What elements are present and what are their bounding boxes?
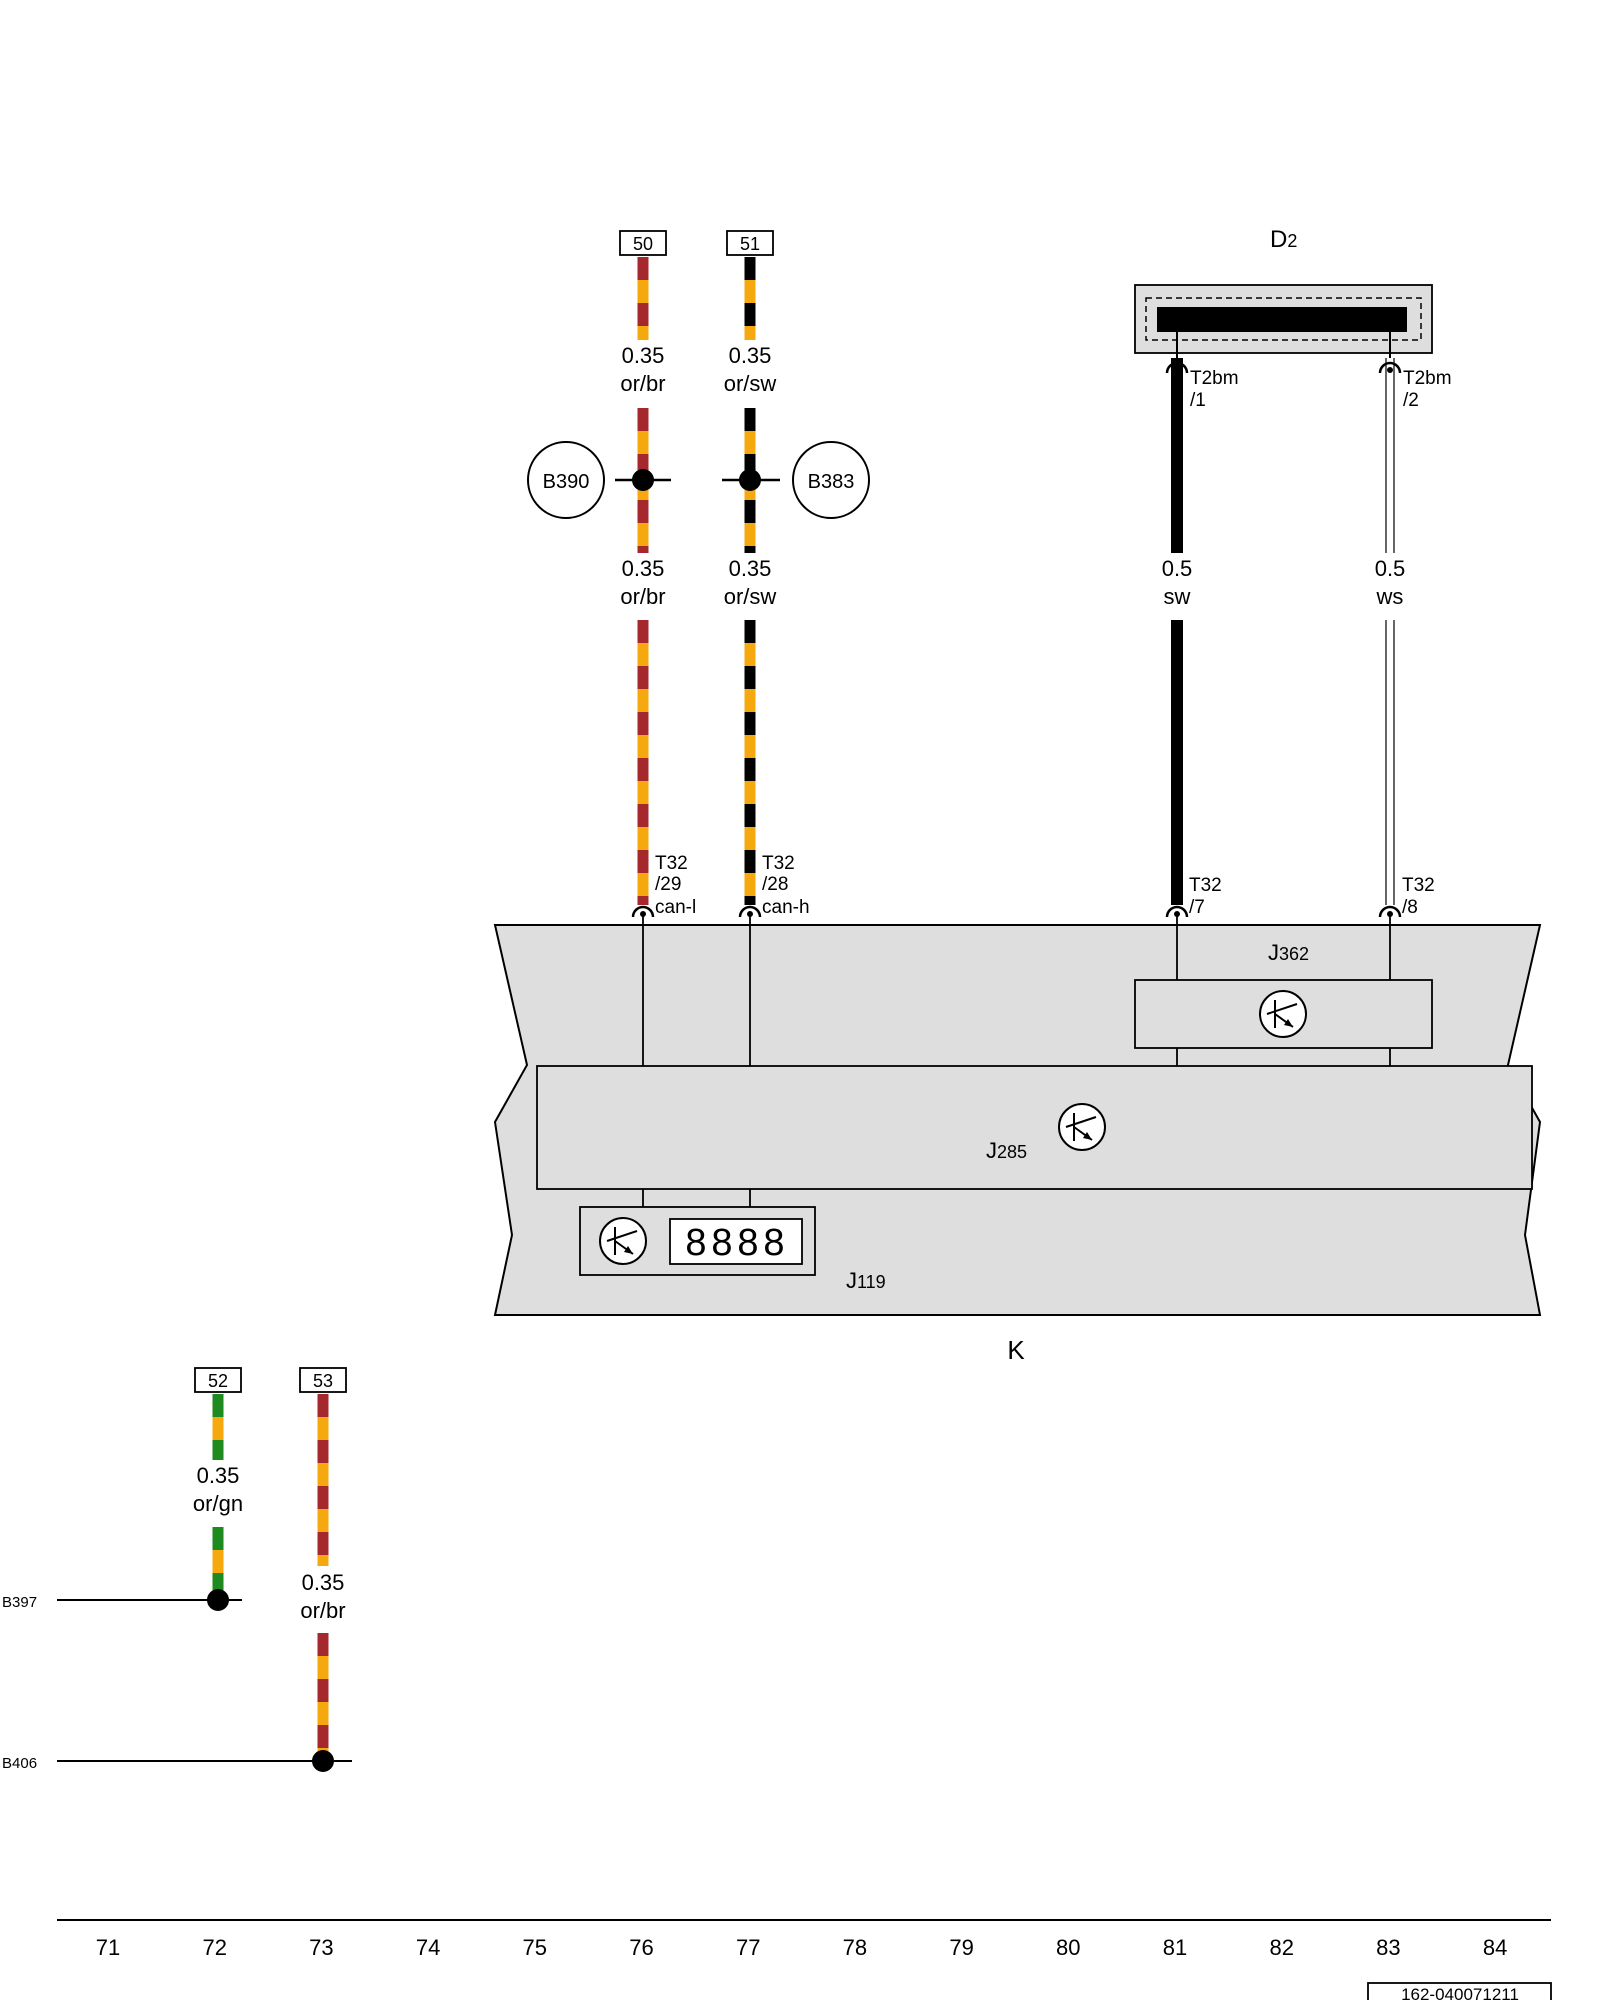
- splice-node: [207, 1589, 229, 1611]
- d2-shield: [1145, 297, 1422, 341]
- lcd-digit: 8: [711, 1222, 732, 1264]
- grid-column-number: 71: [96, 1935, 120, 1960]
- wire-gauge: 0.35: [729, 343, 772, 368]
- connector-contact: [640, 911, 646, 917]
- wire-gauge: 0.35: [302, 1570, 345, 1595]
- t32-8-pin: /8: [1402, 897, 1418, 918]
- wire-gauge: 0.35: [622, 556, 665, 581]
- grid-column-number: 77: [736, 1935, 760, 1960]
- t32-29-name: T32: [655, 853, 688, 874]
- connector-pin-icon: [1165, 361, 1189, 374]
- splice-node: [739, 469, 761, 491]
- t32-7-pin: /7: [1189, 897, 1205, 918]
- pin-box: [299, 1367, 347, 1393]
- grid-column-number: 84: [1483, 1935, 1507, 1960]
- wire-color: or/sw: [724, 584, 777, 609]
- grid-column-number: 73: [309, 1935, 333, 1960]
- internal-leads: [642, 912, 1391, 1207]
- connector-pin-icon: [1378, 905, 1402, 918]
- j362-label: J362: [1268, 940, 1309, 965]
- t32-28-pin: /28: [762, 874, 788, 895]
- d2-label: D2: [1270, 226, 1297, 253]
- lcd-digit: 8: [763, 1222, 784, 1264]
- connector-pin-icon: [1378, 361, 1402, 374]
- b397-label: B397: [2, 1594, 37, 1611]
- j285-label: J285: [986, 1138, 1027, 1163]
- electronic-symbol-icon: [1259, 990, 1307, 1038]
- wire-gauge: 0.5: [1162, 556, 1193, 581]
- wire-gauge: 0.35: [622, 343, 665, 368]
- pin-box: [194, 1367, 242, 1393]
- pin-53-label: 53: [313, 1371, 333, 1391]
- j285-board: [536, 1065, 1533, 1190]
- connector-contact: [1174, 911, 1180, 917]
- grid-column-number: 79: [949, 1935, 973, 1960]
- wire-color: sw: [1164, 584, 1191, 609]
- grid-column-number: 75: [523, 1935, 547, 1960]
- connector-contact: [1174, 367, 1180, 373]
- grid-numbers: 71 72 73 74 75 76 77 78 79 80 81 82 83 84: [96, 1935, 1508, 1960]
- t2bm-2-pin: /2: [1403, 390, 1419, 411]
- t2bm-1-name: T2bm: [1190, 368, 1239, 389]
- b383-label: B383: [808, 471, 855, 493]
- wire-gauge: 0.35: [729, 556, 772, 581]
- connector-pin-icon: [738, 905, 762, 918]
- t2bm-2-name: T2bm: [1403, 368, 1452, 389]
- grid-column-number: 82: [1269, 1935, 1293, 1960]
- t32-8-name: T32: [1402, 875, 1435, 896]
- connector-pin-icon: [1165, 905, 1189, 918]
- b390-label: B390: [543, 471, 590, 493]
- wire-color: or/br: [620, 371, 665, 396]
- wire-color: or/sw: [724, 371, 777, 396]
- t32-29-signal: can-l: [655, 897, 696, 918]
- grid-column-number: 80: [1056, 1935, 1080, 1960]
- lcd-digit: 8: [737, 1222, 758, 1264]
- t32-28-name: T32: [762, 853, 795, 874]
- connector-contact: [1387, 367, 1393, 373]
- j119-label: J119: [846, 1268, 886, 1293]
- grid-column-number: 81: [1163, 1935, 1187, 1960]
- connector-contact: [1387, 911, 1393, 917]
- lcd-digits: 8 8 8 8: [685, 1222, 784, 1264]
- electronic-symbol-icon: [1058, 1103, 1106, 1151]
- pin-box: [726, 230, 774, 256]
- t32-28-signal: can-h: [762, 897, 810, 918]
- connector-symbols: [631, 361, 1402, 918]
- grid-column-number: 83: [1376, 1935, 1400, 1960]
- wire-color: or/br: [620, 584, 665, 609]
- wire-gauge: 0.5: [1375, 556, 1406, 581]
- splice-node: [632, 469, 654, 491]
- pin-50-label: 50: [633, 234, 653, 254]
- grid-column-number: 76: [629, 1935, 653, 1960]
- diagram-code: 162-040071211: [1401, 1985, 1519, 2000]
- pin-51-label: 51: [740, 234, 760, 254]
- grid-column-number: 74: [416, 1935, 440, 1960]
- b383-bubble: [792, 441, 870, 519]
- d2-coil: [1157, 307, 1407, 332]
- j119-lcd: [669, 1218, 803, 1265]
- t32-29-pin: /29: [655, 874, 681, 895]
- t2bm-1-pin: /1: [1190, 390, 1206, 411]
- t32-7-name: T32: [1189, 875, 1222, 896]
- wire-color: or/br: [300, 1598, 345, 1623]
- wire-color: ws: [1376, 584, 1404, 609]
- splice-node: [312, 1750, 334, 1772]
- connector-contact: [747, 911, 753, 917]
- b390-bubble: [527, 441, 605, 519]
- connector-labels: T32 /29 can-l T32 /28 can-h T32 /7 T32 /…: [655, 368, 1452, 918]
- wire-labels: 0.35 or/br 0.35 or/sw 0.35 or/br 0.35 or…: [193, 343, 1405, 1623]
- b406-label: B406: [2, 1755, 37, 1772]
- diagram-code-box: [1367, 1982, 1552, 2000]
- pin-box: [619, 230, 667, 256]
- wire-color: or/gn: [193, 1491, 243, 1516]
- electronic-symbol-icon: [599, 1217, 647, 1265]
- connector-pin-icon: [631, 905, 655, 918]
- grid-column-number: 78: [843, 1935, 867, 1960]
- lcd-digit: 8: [685, 1222, 706, 1264]
- pin-52-label: 52: [208, 1371, 228, 1391]
- wire-gauge: 0.35: [197, 1463, 240, 1488]
- k-label: K: [1007, 1335, 1025, 1365]
- grid-column-number: 72: [202, 1935, 226, 1960]
